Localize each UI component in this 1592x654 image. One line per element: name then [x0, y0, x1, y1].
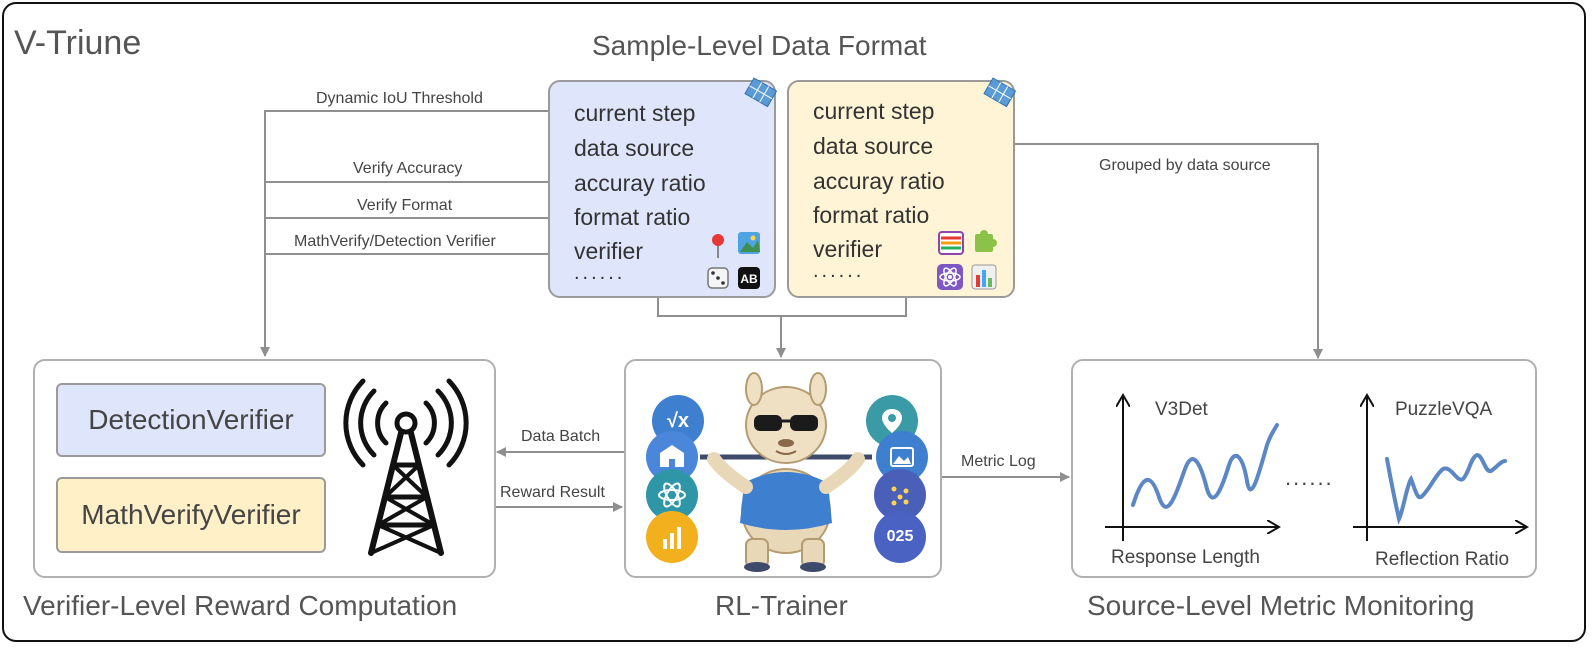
- sample-card-yellow: current step data source accuray ratio f…: [787, 77, 1017, 298]
- label-verify-format: Verify Format: [357, 197, 453, 214]
- field-ellipsis: ......: [813, 260, 865, 282]
- field-ellipsis: ......: [574, 262, 626, 284]
- antenna-tower-icon: [343, 378, 469, 556]
- label-data-batch: Data Batch: [521, 428, 601, 445]
- detection-verifier-box: DetectionVerifier: [56, 383, 326, 457]
- chart1-title: V3Det: [1155, 399, 1208, 420]
- image-icon: [890, 447, 914, 467]
- mathverify-verifier-label: MathVerifyVerifier: [81, 499, 301, 530]
- dots-icon: [891, 486, 909, 506]
- atom-icon: [937, 264, 963, 290]
- blue-card-icons: AB: [707, 77, 778, 289]
- chart-disc-icon: [646, 511, 698, 563]
- chart2-xlabel: Reflection Ratio: [1375, 549, 1510, 570]
- location-pin-icon: [882, 409, 902, 433]
- counter-label: 025: [886, 528, 914, 545]
- chart1-line: [1131, 423, 1279, 509]
- pin-icon: [712, 234, 724, 258]
- metric-charts: [1105, 361, 1539, 541]
- solar-panel-icon: [983, 77, 1017, 108]
- verifier-panel: DetectionVerifier MathVerifyVerifier: [33, 359, 496, 578]
- chart-ellipsis: ......: [1285, 465, 1334, 490]
- chart2-title: PuzzleVQA: [1395, 399, 1493, 420]
- llama-weightlifter-icon: [700, 372, 872, 572]
- mathverify-verifier-box: MathVerifyVerifier: [56, 477, 326, 553]
- puzzle-icon: [975, 230, 997, 252]
- label-grouped: Grouped by data source: [1099, 157, 1271, 174]
- field-verifier: verifier: [813, 236, 883, 262]
- field-data-source: data source: [574, 135, 695, 161]
- field-accuracy-ratio: accuray ratio: [574, 170, 706, 196]
- verifier-section-title: Verifier-Level Reward Computation: [23, 590, 458, 621]
- label-dynamic-iou: Dynamic IoU Threshold: [316, 90, 483, 107]
- diagram-frame: [2, 2, 1586, 642]
- edge-grouped: [947, 143, 1323, 359]
- text-ab-icon: AB: [738, 267, 760, 289]
- abacus-icon: [938, 231, 964, 255]
- sqrt-label: √x: [666, 409, 690, 432]
- field-format-ratio: format ratio: [813, 202, 930, 228]
- dice-icon: [707, 267, 729, 289]
- field-current-step: current step: [813, 98, 935, 124]
- monitor-panel: V3Det Response Length ...... PuzzleVQA R…: [1071, 359, 1537, 578]
- field-current-step: current step: [574, 100, 696, 126]
- diagram-title: V-Triune: [14, 24, 142, 62]
- solar-panel-icon: [744, 77, 778, 108]
- chart1-xlabel: Response Length: [1111, 547, 1260, 568]
- field-format-ratio: format ratio: [574, 204, 691, 230]
- label-verify-accuracy: Verify Accuracy: [353, 160, 463, 177]
- trainer-section-title: RL-Trainer: [715, 590, 848, 621]
- field-verifier: verifier: [574, 238, 644, 264]
- sample-section-title: Sample-Level Data Format: [592, 30, 927, 61]
- yellow-card-icons: [937, 77, 1017, 290]
- bar-chart-icon: [663, 527, 681, 549]
- building-icon: [660, 445, 684, 467]
- svg-text:AB: AB: [740, 272, 758, 286]
- label-metric-log: Metric Log: [961, 453, 1036, 470]
- atom-icon: [658, 482, 686, 508]
- image-icon: [738, 232, 760, 254]
- trainer-panel: √x 025: [624, 359, 942, 578]
- label-reward-result: Reward Result: [500, 484, 605, 501]
- counter-disc: 025: [874, 511, 926, 563]
- edge-cards-merge: [657, 298, 907, 317]
- field-accuracy-ratio: accuray ratio: [813, 168, 945, 194]
- bar-chart-icon: [971, 264, 997, 290]
- detection-verifier-label: DetectionVerifier: [88, 404, 294, 435]
- field-data-source: data source: [813, 133, 934, 159]
- sample-card-blue: current step data source accuray ratio f…: [548, 77, 778, 298]
- chart2-line: [1385, 452, 1507, 525]
- label-mathverify: MathVerify/Detection Verifier: [294, 233, 496, 250]
- monitor-section-title: Source-Level Metric Monitoring: [1087, 590, 1475, 621]
